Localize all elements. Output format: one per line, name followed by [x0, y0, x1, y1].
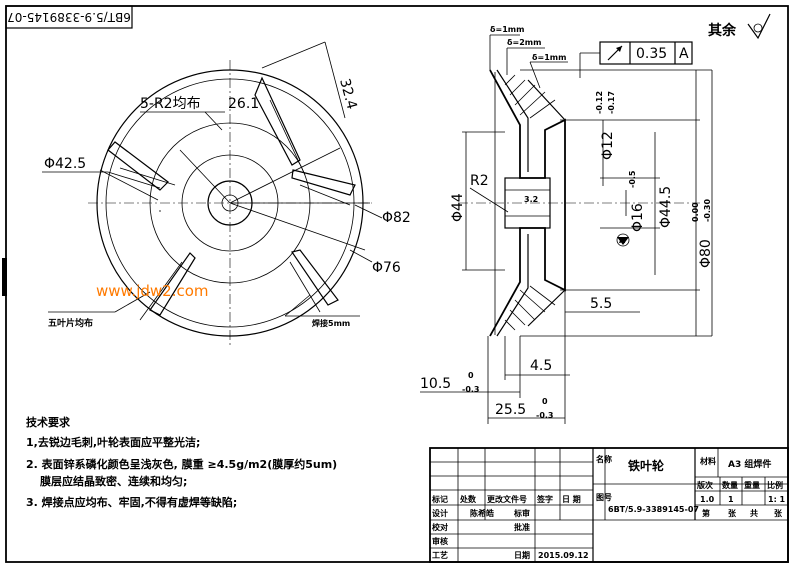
title-block: 标记 处数 更改文件号 签字 日 期 设计 陈希皓 标审 校对 批准 审核 工艺… [429, 447, 789, 563]
dim-d76: Φ76 [372, 260, 401, 276]
tech-line-2b: 膜层应结晶致密、连续和均匀; [40, 474, 187, 488]
surface-finish-text: 其余 [708, 22, 737, 39]
tech-title: 技术要求 [26, 415, 71, 429]
tb-total-i: 共 [750, 508, 758, 518]
rotated-drawing-number: 6BT/5.9-3389145-07 [5, 5, 133, 29]
delta2: δ=2mm [507, 38, 541, 47]
dim-10-5-tol: -0.3 [462, 385, 480, 394]
tb-drawing-no: 6BT/5.9-3389145-07 [608, 505, 699, 514]
dim-d80-lo: -0.30 [703, 199, 712, 222]
dim-25-5: 25.5 [495, 402, 526, 418]
dim-d44-5: Φ44.5 [658, 186, 674, 228]
tb-mark: 标记 [431, 494, 448, 504]
tb-drawing-lbl: 图号 [596, 493, 612, 502]
datum-a: A [619, 236, 626, 245]
rotated-drawing-number-text: 6BT/5.9-3389145-07 [7, 10, 131, 24]
dim-10-5-up: 0 [468, 371, 474, 380]
tb-designer: 陈希皓 [470, 508, 494, 518]
dim-d80: Φ80 [698, 239, 714, 268]
technical-requirements: 技术要求 1,去锐边毛刺,叶轮表面应平整光洁; 2. 表面锌系磷化颜色呈浅灰色,… [26, 415, 337, 509]
delta1-b: δ=1mm [532, 53, 566, 62]
dim-d12-up: -0.12 [595, 91, 604, 114]
surface-finish-other: 其余 [708, 13, 771, 40]
dim-25-5-up: 0 [542, 397, 548, 406]
dim-d12: Φ12 [600, 131, 616, 160]
front-view: 32.4 5-R2均布 26.1 Φ42.5 Φ82 Φ76 五叶片均布 焊接5… [42, 41, 411, 345]
dim-r2: R2 [470, 173, 489, 189]
tb-std: 标审 [513, 508, 530, 518]
section-view: δ=1mm δ=2mm δ=1mm 0.35 A Φ12 -0.12 -0.17… [420, 25, 714, 424]
five-blades-label: 五叶片均布 [48, 317, 93, 329]
tb-material: A3 组焊件 [728, 458, 771, 470]
tb-sheet-lbl: 张 [728, 509, 737, 518]
tb-material-lbl: 材料 [700, 456, 716, 466]
dim-d80-up: 0.00 [691, 202, 700, 222]
tb-total-lbl: 张 [774, 509, 783, 518]
dim-4-5: 4.5 [530, 358, 552, 374]
tb-count: 处数 [459, 494, 477, 504]
hatching [504, 74, 556, 331]
tb-sheet-i: 第 [702, 508, 710, 518]
tb-version-val: 1.0 [700, 495, 715, 504]
dim-32-4: 32.4 [336, 77, 360, 111]
delta1-top: δ=1mm [490, 25, 524, 34]
dim-d82: Φ82 [382, 210, 411, 226]
dim-10-5: 10.5 [420, 376, 451, 392]
tb-check: 校对 [432, 522, 448, 532]
tech-line-3: 3. 焊接点应均布、牢固,不得有虚焊等缺陷; [26, 495, 237, 509]
tb-qty-val: 1 [728, 495, 734, 504]
tb-sign: 签字 [536, 494, 553, 504]
tb-process: 工艺 [432, 550, 448, 560]
tb-name-lbl: 名称 [596, 454, 612, 464]
tb-part-name: 铁叶轮 [628, 458, 665, 473]
tb-design: 设计 [432, 508, 448, 518]
dim-d12-lo: -0.17 [607, 91, 616, 114]
tol-datum: A [679, 46, 689, 62]
tolerance-frame: 0.35 A [579, 41, 693, 78]
dim-26-1: 26.1 [228, 96, 259, 112]
blades [99, 76, 356, 321]
tb-weight: 重量 [744, 480, 760, 490]
tb-date2: 日期 [514, 550, 530, 560]
dim-d42-5: Φ42.5 [44, 156, 86, 172]
tb-approve: 批准 [514, 522, 530, 532]
dim-d44: Φ44 [450, 193, 466, 222]
dim-25-5-tol: -0.3 [536, 411, 554, 420]
watermark: www.jdw2.com [96, 282, 209, 300]
tb-scale-val: 1: 1 [768, 495, 786, 504]
tb-version: 版次 [696, 480, 713, 490]
edge-marker [2, 258, 7, 296]
tb-date: 日 期 [562, 494, 581, 504]
dim-d16: Φ16 [630, 203, 646, 232]
dim-5-5: 5.5 [590, 296, 612, 312]
tech-line-1: 1,去锐边毛刺,叶轮表面应平整光洁; [26, 435, 200, 449]
roughness-3-2: 3.2 [524, 195, 538, 204]
tech-line-2: 2. 表面锌系磷化颜色呈浅灰色, 膜重 ≥4.5g/m2(膜厚约5um) [26, 457, 337, 471]
tb-scale: 比例 [767, 480, 783, 490]
dim-d16-up: -0.5 [628, 170, 637, 188]
tb-review: 审核 [432, 536, 448, 546]
dim-5-r2: 5-R2均布 [140, 96, 201, 112]
tb-qty: 数量 [722, 480, 738, 490]
tol-value: 0.35 [636, 46, 667, 62]
tb-file: 更改文件号 [487, 494, 527, 504]
weld-label: 焊接5mm [312, 318, 350, 328]
tb-date-val: 2015.09.12 [538, 551, 589, 560]
